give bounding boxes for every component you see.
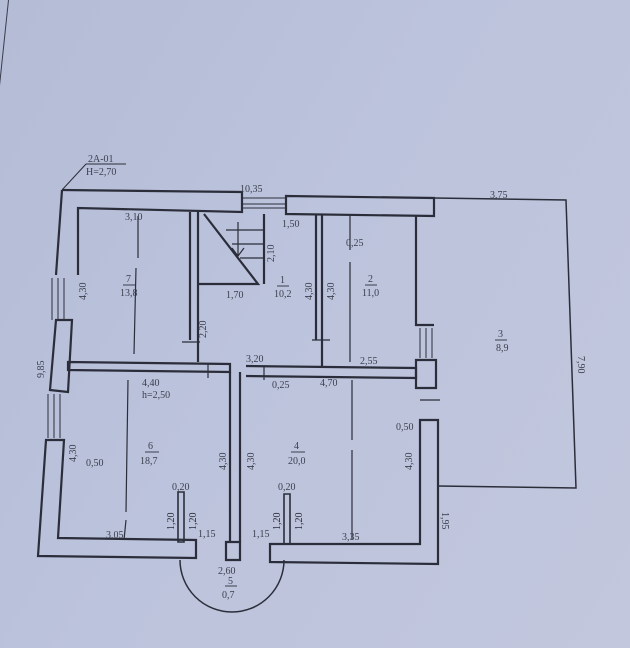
dim-pier-h2: 1,20 bbox=[188, 513, 199, 531]
dim-porch-width: 2,60 bbox=[218, 566, 236, 577]
dim-hall-partition: 2,20 bbox=[198, 321, 209, 339]
dim-width-top: 10,35 bbox=[240, 184, 263, 195]
dim-hall-top: 1,50 bbox=[282, 219, 300, 230]
room-5-area: 0,7 bbox=[222, 590, 235, 601]
room-6-area: 18,7 bbox=[140, 456, 158, 467]
room6-height-note: h=2,50 bbox=[142, 390, 170, 401]
dim-room6-offset: 0,50 bbox=[86, 458, 104, 469]
dim-terrace-width: 3,75 bbox=[490, 190, 508, 201]
dim-hall-bottom: 3,20 bbox=[246, 354, 264, 365]
dim-room4-offset: 0,50 bbox=[396, 422, 414, 433]
dim-room2-height: 4,30 bbox=[326, 283, 337, 301]
dim-pier-h4: 1,20 bbox=[294, 513, 305, 531]
dim-room2-width: 2,55 bbox=[360, 356, 378, 367]
sheet-tag: 2А-01 bbox=[88, 154, 114, 165]
dim-pier-right: 0,20 bbox=[278, 482, 296, 493]
wall-top-right bbox=[284, 194, 436, 218]
room-1-number: 1 bbox=[280, 275, 285, 286]
partition-room2 bbox=[314, 214, 324, 366]
dim-room4-width: 4,70 bbox=[320, 378, 338, 389]
dim-room2-offset: 0,25 bbox=[346, 238, 364, 249]
dim-room6-width: 4,40 bbox=[142, 378, 160, 389]
dim-room6-height: 4,30 bbox=[68, 445, 79, 463]
room-6-number: 6 bbox=[148, 441, 153, 452]
wall-left-mid bbox=[48, 318, 74, 394]
room-5-number: 5 bbox=[228, 576, 233, 587]
partition-room7 bbox=[188, 212, 200, 362]
partition-center bbox=[228, 372, 242, 542]
dim-door-left: 1,15 bbox=[198, 529, 216, 540]
dim-hall-height: 4,30 bbox=[304, 283, 315, 301]
ceiling-height: H=2,70 bbox=[86, 167, 116, 178]
dim-room6-bottom: 3,05 bbox=[106, 530, 124, 541]
dim-stair-length: 2,10 bbox=[266, 245, 277, 263]
dim-room4-height-right: 4,30 bbox=[404, 453, 415, 471]
room-3-number: 3 bbox=[498, 329, 503, 340]
stair-arrow bbox=[231, 222, 245, 257]
room-2-number: 2 bbox=[368, 274, 373, 285]
partition-horizontal-left bbox=[66, 360, 232, 374]
dim-pier-h1: 1,20 bbox=[166, 513, 177, 531]
dim-right-offset: 1,95 bbox=[439, 512, 450, 530]
room-1-area: 10,2 bbox=[274, 289, 292, 300]
dim-height-left: 9,85 bbox=[36, 361, 47, 379]
dim-terrace-height: 7,90 bbox=[575, 356, 586, 374]
dim-room7-width: 3,10 bbox=[125, 212, 143, 223]
room-4-area: 20,0 bbox=[288, 456, 306, 467]
wall-top-left bbox=[61, 188, 244, 275]
stair-outline bbox=[198, 213, 261, 286]
dim-room4-offset-top: 0,25 bbox=[272, 380, 290, 391]
wall-pier-center bbox=[224, 540, 242, 562]
dim-pier-left: 0,20 bbox=[172, 482, 190, 493]
dim-room6-wall-height: 4,30 bbox=[218, 453, 229, 471]
room-7-area: 13,8 bbox=[120, 288, 138, 299]
room-2-area: 11,0 bbox=[362, 288, 379, 299]
dim-door-right: 1,15 bbox=[252, 529, 270, 540]
terrace-outline bbox=[433, 197, 577, 489]
dim-stair-width: 1,70 bbox=[226, 290, 244, 301]
dim-room4-bottom: 3,35 bbox=[342, 532, 360, 543]
dim-pier-h3: 1,20 bbox=[272, 513, 283, 531]
room-7-number: 7 bbox=[126, 274, 131, 285]
wall-bottom-left bbox=[36, 438, 198, 560]
room-3-area: 8,9 bbox=[496, 343, 509, 354]
dim-room4-wall-height: 4,30 bbox=[246, 453, 257, 471]
partition-horizontal-right bbox=[245, 364, 418, 380]
wall-bottom-right bbox=[268, 418, 440, 566]
porch-arc bbox=[179, 559, 285, 613]
room-4-number: 4 bbox=[294, 441, 299, 452]
dim-room7-height: 4,30 bbox=[78, 283, 89, 301]
